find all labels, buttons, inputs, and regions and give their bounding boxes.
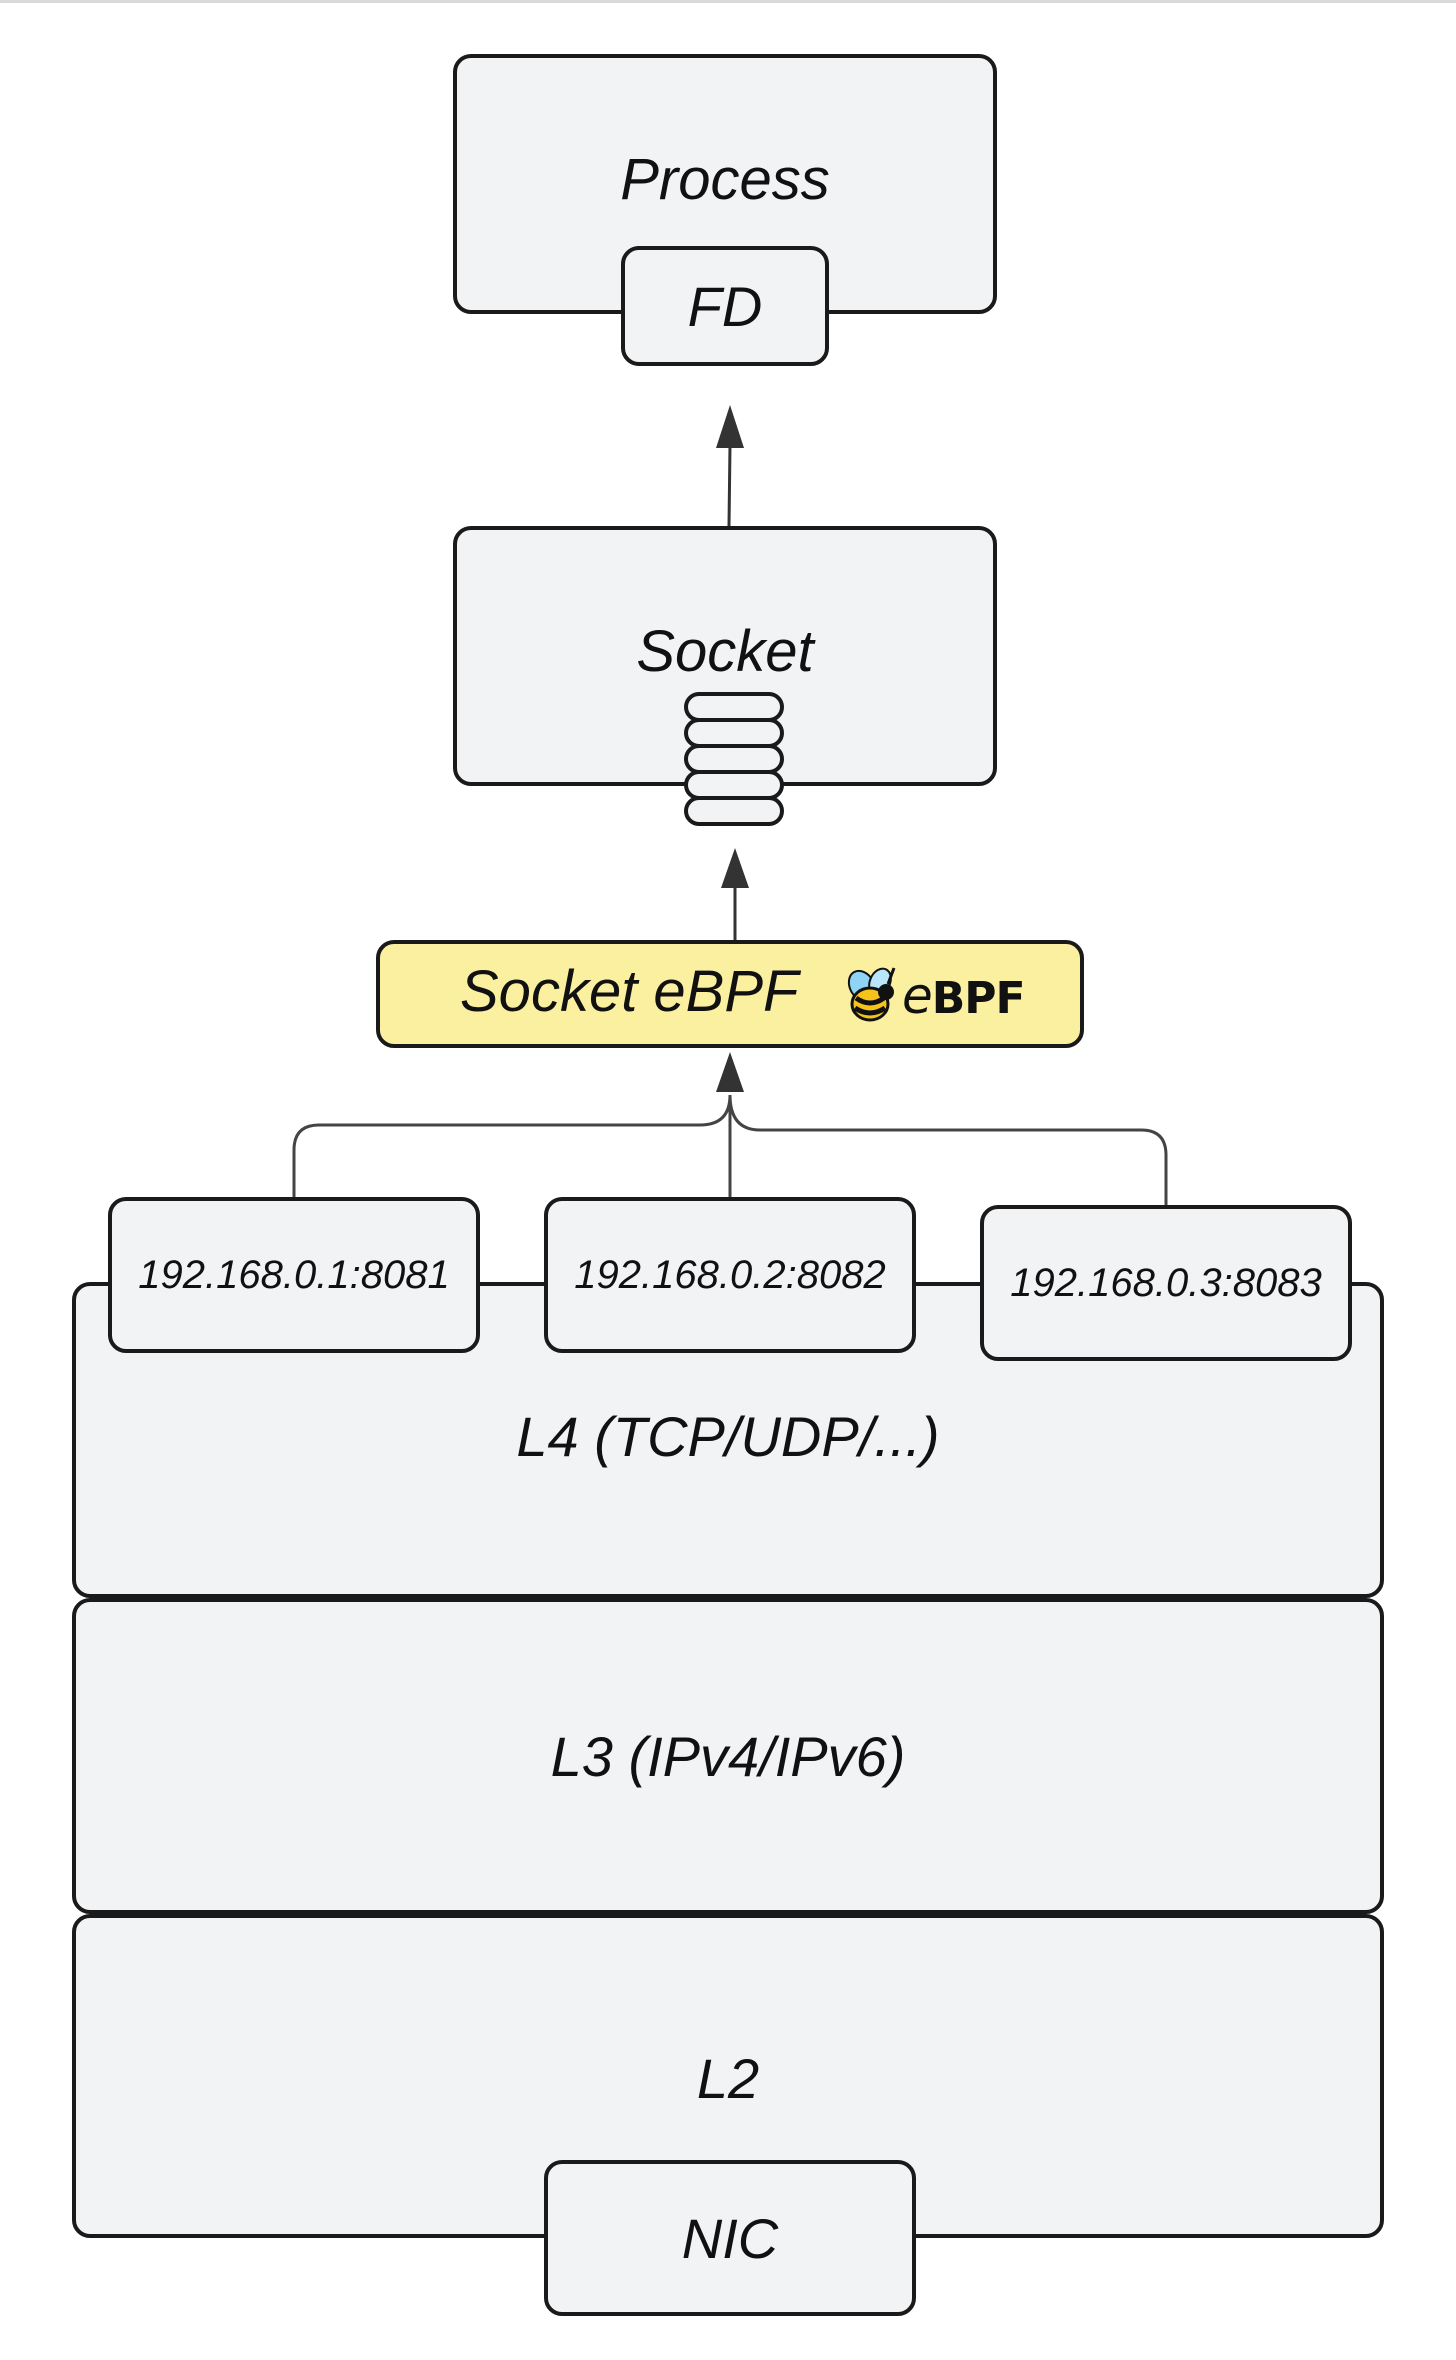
top-divider — [0, 0, 1456, 3]
nic-label: NIC — [681, 2206, 779, 2270]
socket-ebpf-label: Socket eBPF — [460, 959, 799, 1024]
ebpf-logo-suffix: BPF — [931, 973, 1026, 1024]
socket-label: Socket — [636, 619, 814, 684]
ebpf-logo-text: eBPF — [902, 967, 1026, 1025]
process-label: Process — [620, 147, 830, 212]
endpoint-box: 192.168.0.2:8082 — [544, 1197, 916, 1353]
nic-box: NIC — [544, 2160, 916, 2316]
l3-label: L3 (IPv4/IPv6) — [550, 1724, 906, 1788]
arrow-socket-to-process-head — [716, 405, 744, 448]
ebpf-bee-icon — [847, 967, 896, 1022]
endpoint-label: 192.168.0.3:8083 — [1010, 1260, 1322, 1305]
socket-queue-icon — [684, 692, 784, 826]
l3-layer: L3 (IPv4/IPv6) — [72, 1598, 1384, 1914]
arrow-ebpf-to-socket-head — [721, 848, 749, 888]
ebpf-logo-prefix: e — [902, 967, 933, 1025]
fd-label: FD — [687, 274, 763, 338]
endpoint-box: 192.168.0.1:8081 — [108, 1197, 480, 1353]
endpoint-1-link — [292, 1094, 732, 1197]
endpoint-label: 192.168.0.2:8082 — [574, 1252, 886, 1297]
endpoint-label: 192.168.0.1:8081 — [138, 1252, 450, 1297]
l4-label: L4 (TCP/UDP/...) — [516, 1405, 940, 1468]
l2-label: L2 — [696, 2047, 760, 2110]
arrow-socket-to-process-line — [727, 444, 732, 527]
endpoint-box: 192.168.0.3:8083 — [980, 1205, 1352, 1361]
socket-ebpf-box: Socket eBPF eBPF — [376, 940, 1084, 1048]
arrow-endpoints-to-ebpf-head — [716, 1052, 744, 1092]
fd-box: FD — [621, 246, 829, 366]
endpoint-3-link — [728, 1094, 1168, 1205]
ebpf-logo: eBPF — [842, 964, 1026, 1028]
